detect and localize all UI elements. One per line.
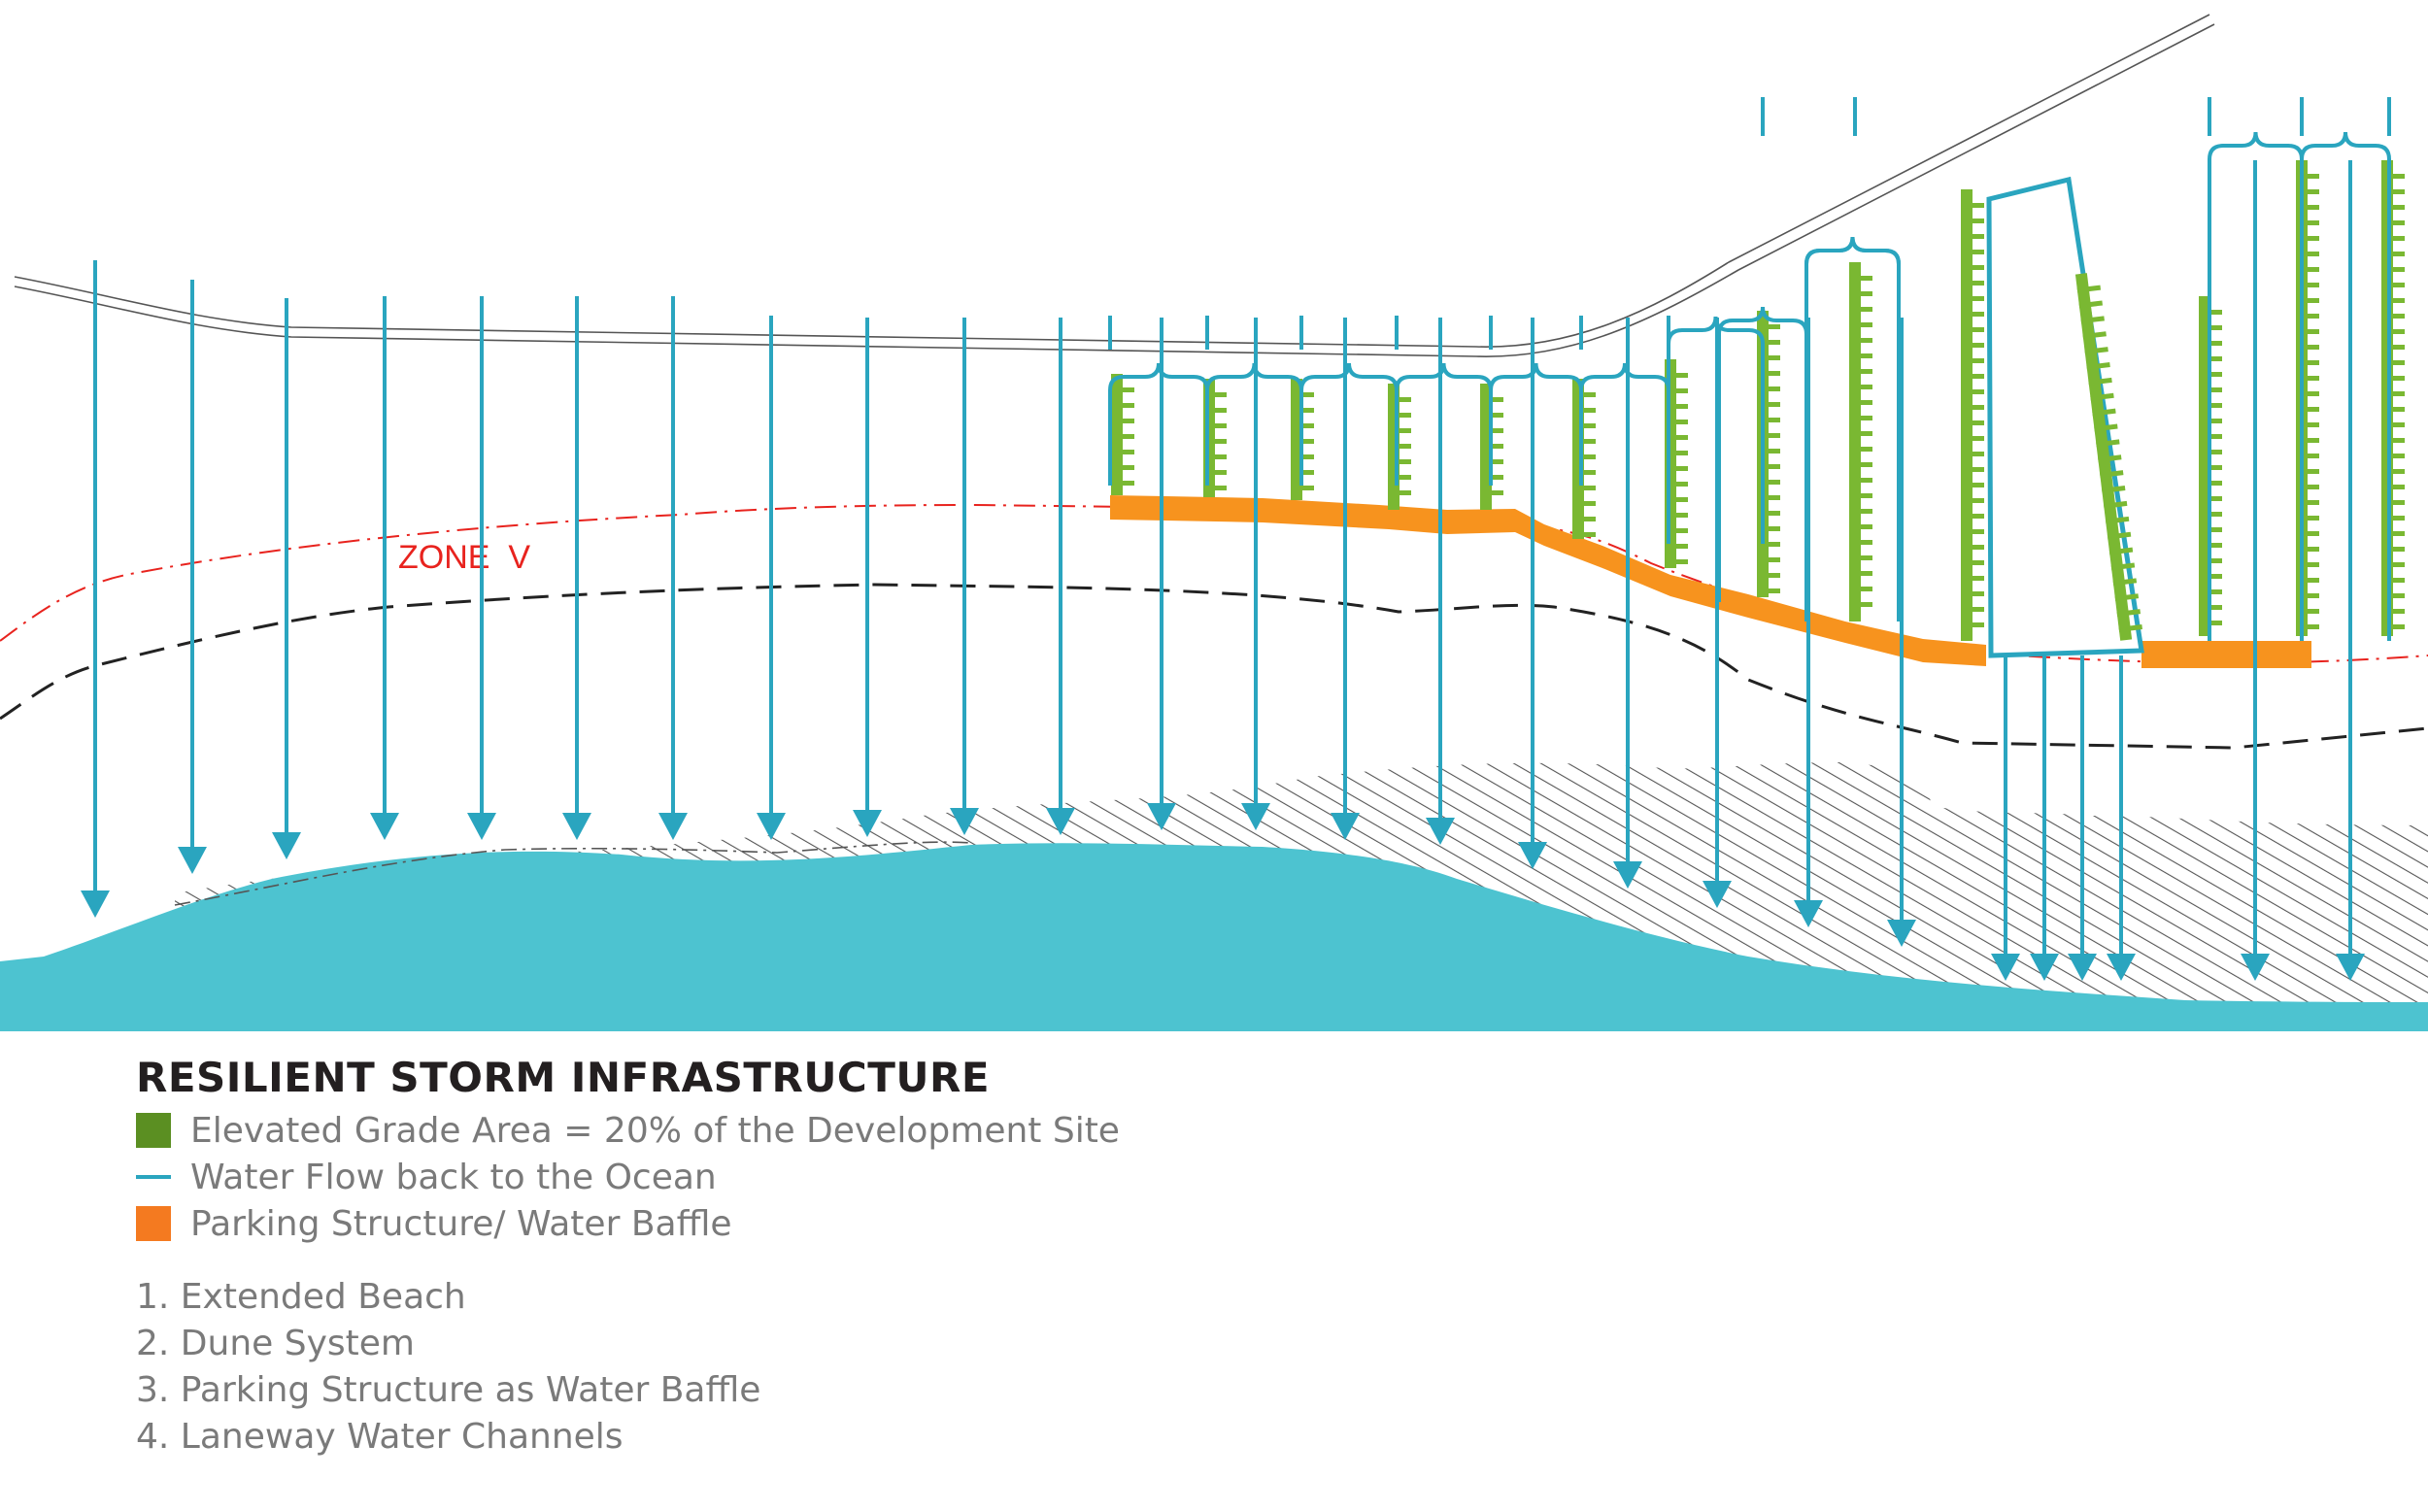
legend-item-label: Water Flow back to the Ocean	[190, 1157, 717, 1197]
flow-arrow	[2030, 655, 2059, 981]
flow-arrow	[950, 318, 979, 835]
laneway-channel	[1395, 362, 1493, 486]
list-item: 4. Laneway Water Channels	[136, 1417, 624, 1457]
tower-1	[1111, 374, 1134, 495]
tower-building	[1986, 176, 2144, 658]
flow-arrow	[757, 316, 786, 840]
list-item: 1. Extended Beach	[136, 1277, 466, 1317]
water-flow-swatch	[136, 1175, 171, 1179]
ocean	[0, 843, 2428, 1031]
tower-10	[1961, 189, 1984, 641]
flow-arrow	[1241, 318, 1270, 830]
black-dashed-line	[0, 583, 2428, 750]
laneway-channel	[1489, 362, 1583, 486]
flow-arrow	[1887, 318, 1916, 947]
tower-6	[1572, 379, 1596, 539]
flow-arrow	[1794, 318, 1823, 927]
legend-item-label: Elevated Grade Area = 20% of the Develop…	[190, 1110, 1120, 1151]
flow-arrow	[178, 280, 207, 874]
water-flow-arrows	[81, 160, 2365, 981]
legend-item-water-flow: Water Flow back to the Ocean	[136, 1154, 1120, 1200]
parking-swatch	[136, 1206, 171, 1241]
laneway-channel	[2300, 131, 2391, 641]
list-item: 2. Dune System	[136, 1324, 415, 1363]
flow-arrow	[1991, 655, 2020, 981]
tower-tilted	[2074, 273, 2142, 641]
tower-9	[1849, 262, 1872, 622]
flow-arrow	[2241, 160, 2270, 981]
road-lines	[14, 14, 2215, 357]
legend-title: RESILIENT STORM INFRASTRUCTURE	[136, 1054, 991, 1101]
elevated-grade-swatch	[136, 1113, 171, 1148]
flow-arrow	[1046, 318, 1075, 835]
flow-arrow	[2068, 655, 2097, 981]
numbered-list: 1. Extended Beach 2. Dune System 3. Park…	[136, 1274, 1120, 1461]
legend: RESILIENT STORM INFRASTRUCTURE Elevated …	[136, 1054, 1120, 1461]
tower-8	[1757, 311, 1780, 597]
flow-arrow	[467, 296, 496, 840]
parking-structure	[1110, 495, 2311, 668]
beach-line	[174, 841, 972, 906]
list-item: 3. Parking Structure as Water Baffle	[136, 1370, 761, 1410]
flow-arrow	[1331, 318, 1360, 840]
flow-arrow	[370, 296, 399, 840]
flow-arrow	[1518, 318, 1547, 869]
flow-arrow	[853, 318, 882, 837]
flow-arrow	[1703, 318, 1732, 908]
zone-label: ZONE V	[398, 539, 530, 576]
flow-arrow	[272, 298, 301, 859]
flow-arrow	[1426, 318, 1455, 845]
tower-4	[1388, 384, 1411, 510]
legend-item-elevated-grade: Elevated Grade Area = 20% of the Develop…	[136, 1107, 1120, 1154]
flow-arrow	[1147, 318, 1176, 830]
flow-arrow	[2336, 160, 2365, 981]
laneway-channel	[1299, 362, 1399, 486]
storm-infrastructure-diagram: ZONE V	[0, 14, 2428, 1031]
flow-arrow	[81, 260, 110, 918]
legend-item-parking: Parking Structure/ Water Baffle	[136, 1200, 1120, 1247]
zone-line	[0, 503, 2428, 664]
legend-item-label: Parking Structure/ Water Baffle	[190, 1203, 732, 1244]
laneway-channels	[1108, 97, 2391, 641]
flow-arrow	[562, 296, 591, 840]
tower-12	[2296, 160, 2319, 636]
laneway-channel	[1804, 236, 1901, 622]
flow-arrow	[1613, 318, 1642, 889]
flow-arrow	[2107, 655, 2136, 981]
tower-13	[2381, 160, 2405, 636]
flow-arrow	[658, 296, 688, 840]
